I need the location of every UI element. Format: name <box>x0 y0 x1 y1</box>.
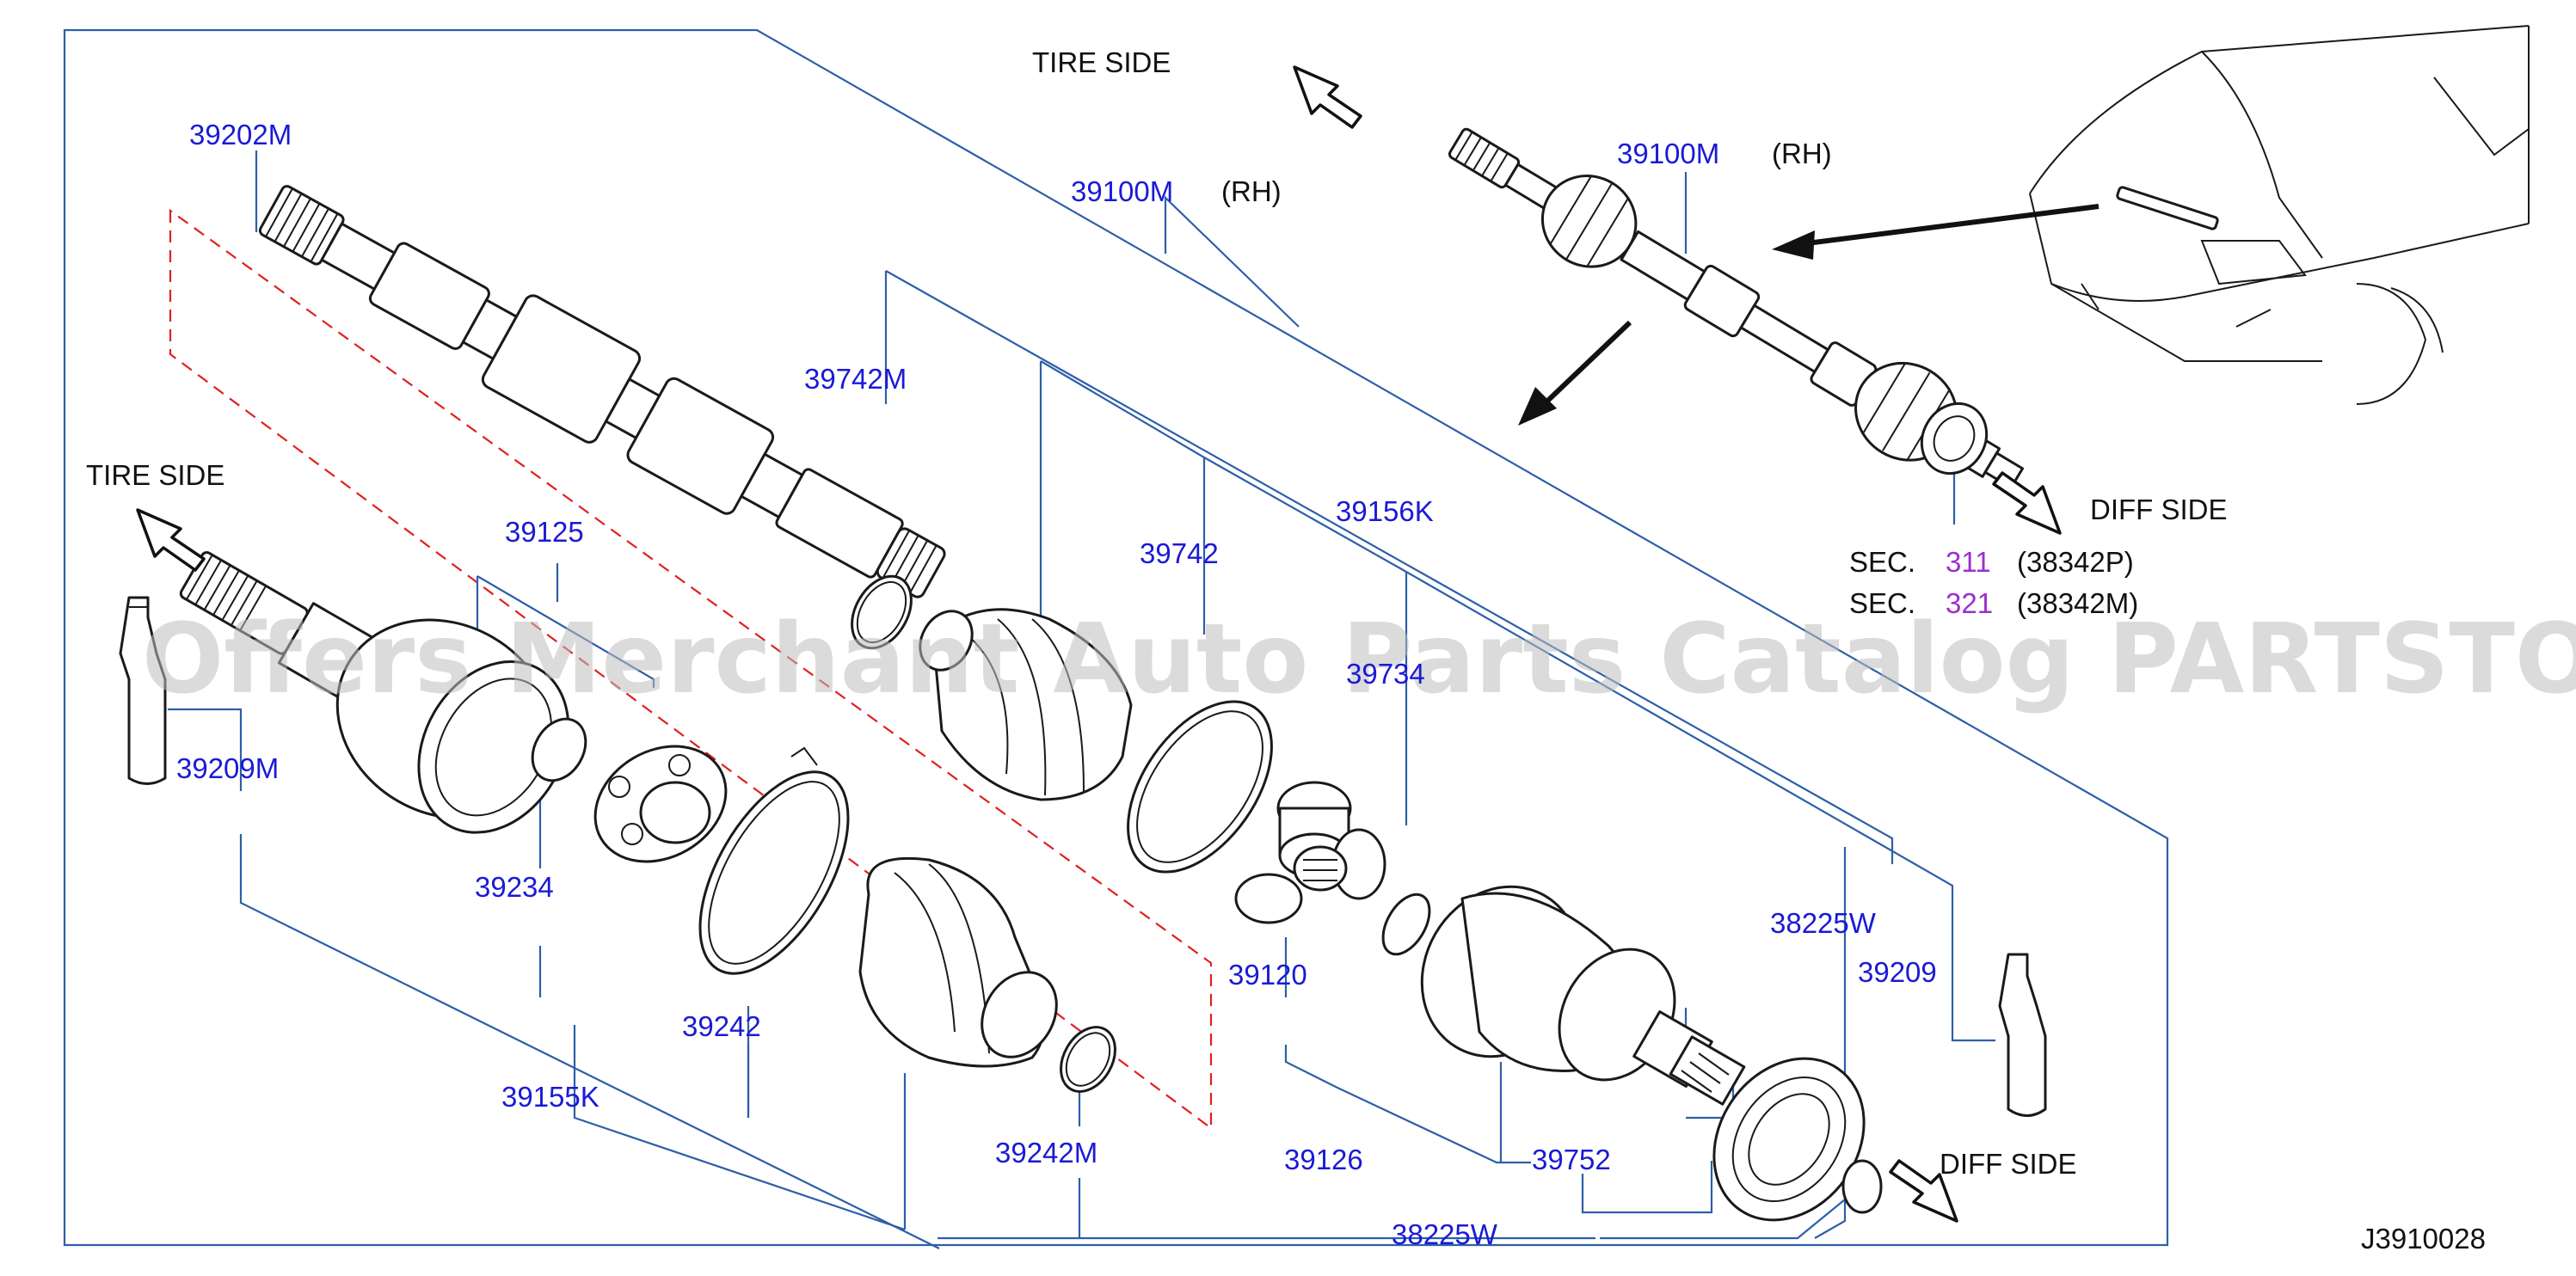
part-number-38225W-bottom[interactable]: 38225W <box>1392 1218 1498 1250</box>
section-prefix-1: SEC. <box>1849 546 1915 578</box>
part-number-39234[interactable]: 39234 <box>475 871 554 903</box>
section-number-311[interactable]: 311 <box>1946 546 1991 578</box>
labels: TIRE SIDE TIRE SIDE DIFF SIDE DIFF SIDE … <box>86 46 2486 1255</box>
inset-bearing <box>1920 402 1989 475</box>
snap-ring-39234 <box>531 717 587 782</box>
oil-seal-39752 <box>1712 1057 1866 1222</box>
inner-joint-housing <box>1420 885 1746 1106</box>
car-outline <box>2029 25 2530 405</box>
watermark: Offers Merchant Auto Parts Catalog PARTS… <box>142 604 2576 715</box>
part-number-39156K[interactable]: 39156K <box>1336 495 1434 527</box>
diff-side-arrow-bottom <box>1889 1159 1958 1223</box>
boot-band-39242M <box>1060 1026 1116 1093</box>
ball-cage <box>593 745 728 863</box>
part-number-39100M-main[interactable]: 39100M <box>1071 175 1173 207</box>
leader-lines <box>168 150 1995 1249</box>
part-number-39209M[interactable]: 39209M <box>176 752 279 784</box>
part-number-39126[interactable]: 39126 <box>1284 1144 1363 1175</box>
part-number-39742[interactable]: 39742 <box>1140 537 1219 569</box>
part-number-39242[interactable]: 39242 <box>682 1010 761 1042</box>
part-number-39120[interactable]: 39120 <box>1228 959 1307 991</box>
boot-band-39742 <box>1127 700 1273 874</box>
arrows <box>136 65 2100 1223</box>
outer-boot <box>858 856 1058 1068</box>
grease-tube-39209M <box>119 596 167 785</box>
shaft-39202M <box>258 185 946 598</box>
part-number-38225W-right[interactable]: 38225W <box>1770 907 1877 939</box>
tire-side-label-top: TIRE SIDE <box>1032 46 1171 78</box>
section-number-321[interactable]: 321 <box>1946 587 1993 619</box>
part-number-39734[interactable]: 39734 <box>1346 658 1425 690</box>
boot-band-39742M <box>851 574 913 650</box>
section-ref-2: (38342M) <box>2017 587 2138 619</box>
tripod-39120 <box>1234 781 1386 924</box>
diff-side-label-bottom: DIFF SIDE <box>1940 1148 2077 1180</box>
diagram-code: J3910028 <box>2361 1223 2486 1255</box>
boot-band-39242 <box>698 746 850 975</box>
part-number-39155K[interactable]: 39155K <box>501 1081 599 1113</box>
part-number-39742M[interactable]: 39742M <box>804 363 907 395</box>
frame-lines <box>63 28 2169 1247</box>
rh-label-inset: (RH) <box>1772 138 1832 169</box>
section-ref-1: (38342P) <box>2017 546 2134 578</box>
outer-joint-housing <box>179 551 570 834</box>
snap-ring-small <box>1841 1159 1883 1214</box>
part-number-39209[interactable]: 39209 <box>1858 956 1937 988</box>
part-number-39202M[interactable]: 39202M <box>189 119 292 150</box>
section-prefix-2: SEC. <box>1849 587 1915 619</box>
tire-side-arrow-top <box>1293 65 1362 129</box>
inner-boot <box>919 608 1133 801</box>
diff-side-label-top: DIFF SIDE <box>2090 494 2228 525</box>
part-number-39752[interactable]: 39752 <box>1532 1144 1611 1175</box>
grease-tube-39209 <box>1998 953 2047 1117</box>
part-number-39125[interactable]: 39125 <box>505 516 584 548</box>
tire-side-label-left: TIRE SIDE <box>86 459 224 491</box>
rh-label-main: (RH) <box>1221 175 1282 207</box>
tire-side-arrow-left <box>136 508 206 572</box>
part-number-39242M[interactable]: 39242M <box>995 1137 1097 1169</box>
part-number-39100M-inset[interactable]: 39100M <box>1617 138 1719 169</box>
snap-ring-39734 <box>1381 893 1431 956</box>
diff-side-arrow-top <box>1992 471 2062 535</box>
